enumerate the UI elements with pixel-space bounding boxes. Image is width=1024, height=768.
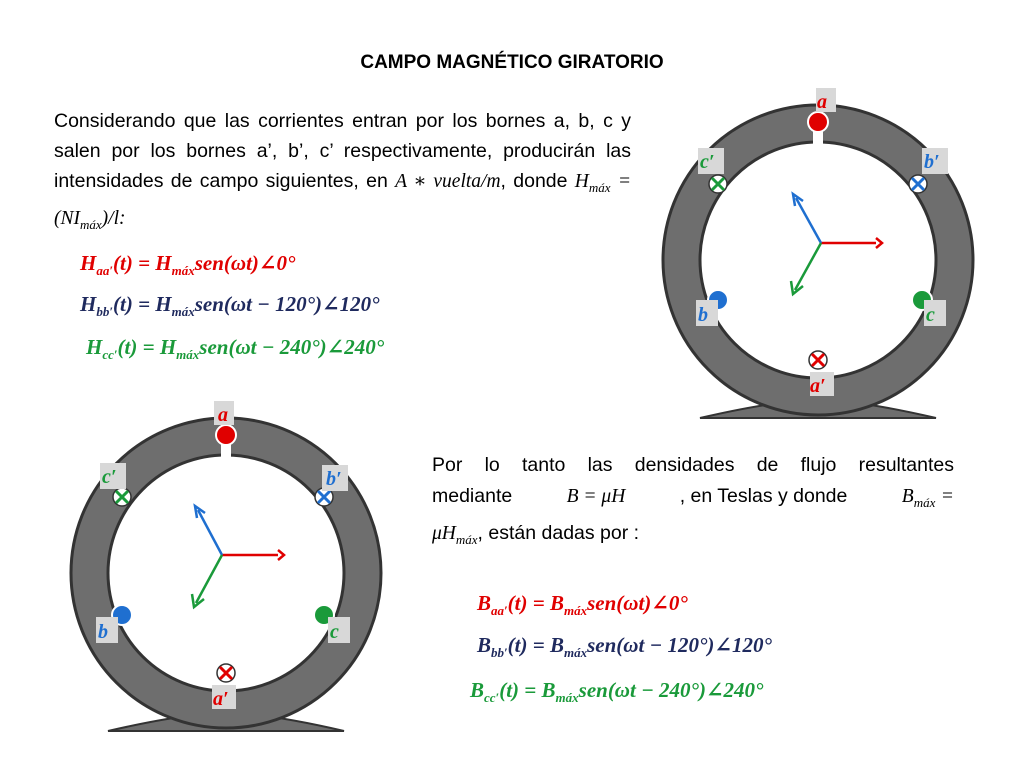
equation-h-bb: Hbb′(t) = Hmáxsen(ωt − 120°)∠120° xyxy=(80,292,380,320)
label-a-prime: a′ xyxy=(810,375,826,397)
label-c-prime: c′ xyxy=(700,151,715,173)
slot-b-prime xyxy=(908,174,928,194)
label-b: b xyxy=(98,621,108,643)
equation-h-aa: Haa′(t) = Hmáxsen(ωt)∠0° xyxy=(80,251,296,279)
page-title: CAMPO MAGNÉTICO GIRATORIO xyxy=(360,52,664,73)
label-a: a xyxy=(218,404,228,426)
equation-b-aa: Baa′(t) = Bmáxsen(ωt)∠0° xyxy=(477,591,688,619)
slot-c-prime xyxy=(112,487,132,507)
hmax-end: )/l: xyxy=(101,207,126,229)
label-b-prime: b′ xyxy=(924,151,940,173)
equation-b-cc: Bcc′(t) = Bmáxsen(ωt − 240°)∠240° xyxy=(470,678,764,706)
label-b-prime: b′ xyxy=(326,468,342,490)
flux-paragraph: Por lo tanto las densidades de flujo res… xyxy=(432,450,954,555)
flux-line-2: mediante B = μH , en Teslas y donde Bmáx… xyxy=(432,485,954,510)
label-a: a xyxy=(817,91,827,113)
intro-mid: , donde xyxy=(500,170,568,192)
intro-paragraph: Considerando que las corrientes entran p… xyxy=(54,106,631,240)
slot-c-prime xyxy=(708,174,728,194)
hmax-sub: máx xyxy=(588,179,611,195)
equation-b-bb: Bbb′(t) = Bmáxsen(ωt − 120°)∠120° xyxy=(477,633,772,661)
hmax-rhs-sub: máx xyxy=(80,216,102,232)
label-c-prime: c′ xyxy=(102,466,117,488)
flux-line-3: μHmáx, están dadas por : xyxy=(432,521,640,547)
intro-text: Considerando que las corrientes entran p… xyxy=(54,110,631,192)
hmax-symbol: H xyxy=(574,171,589,192)
hmax-rhs: = (NI xyxy=(54,171,632,229)
field-vectors xyxy=(190,503,286,610)
label-a-prime: a′ xyxy=(213,688,229,710)
label-c: c xyxy=(330,621,339,643)
rotor-space xyxy=(106,453,346,693)
field-vectors xyxy=(789,191,884,297)
unit-math: A ∗ vuelta/m xyxy=(395,171,501,192)
flux-line-1: Por lo tanto las densidades de flujo res… xyxy=(432,454,954,476)
equation-h-cc: Hcc′(t) = Hmáxsen(ωt − 240°)∠240° xyxy=(86,335,385,363)
label-c: c xyxy=(926,304,935,326)
label-b: b xyxy=(698,304,708,326)
